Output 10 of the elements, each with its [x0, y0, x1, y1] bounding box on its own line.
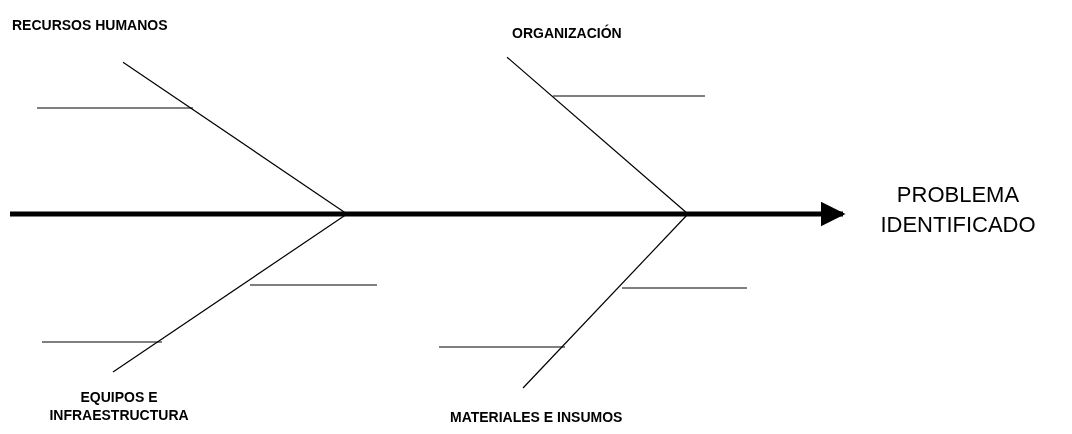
cause-bone-line — [506, 56, 689, 215]
category-label: EQUIPOS E INFRAESTRUCTURA — [14, 388, 224, 425]
cause-bone-line — [522, 213, 689, 389]
category-label: ORGANIZACIÓN — [512, 24, 702, 43]
cause-bone-line — [112, 213, 348, 373]
cause-bone-line — [122, 61, 348, 215]
spine-arrow — [10, 201, 846, 227]
effect-label: PROBLEMA IDENTIFICADO — [848, 180, 1068, 240]
category-label: MATERIALES E INSUMOS — [450, 408, 730, 427]
category-label: RECURSOS HUMANOS — [12, 16, 272, 35]
